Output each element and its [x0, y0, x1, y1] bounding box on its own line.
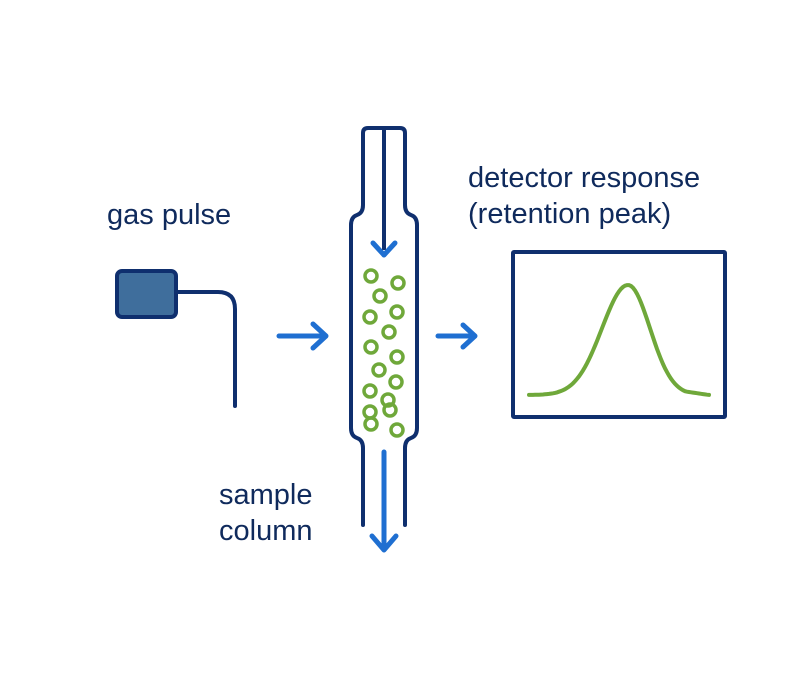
packing-particle [389, 304, 405, 320]
detector-plot-frame [511, 250, 727, 419]
inflow-arrow-icon [276, 321, 329, 351]
packing-particle [388, 374, 404, 390]
packing-particle [389, 422, 405, 438]
gas-pulse-line [174, 290, 237, 408]
packing-particle [382, 402, 398, 418]
packing-particle [363, 339, 379, 355]
gas-pulse-label: gas pulse [107, 199, 232, 231]
retention-peak-curve [527, 283, 711, 397]
detector-arrow-icon [435, 322, 478, 350]
packing-particle [372, 288, 388, 304]
sample-label: sample [219, 479, 313, 511]
detector-response-label: detector response [468, 162, 701, 194]
packing-particle [381, 324, 397, 340]
packing-particle [371, 362, 387, 378]
packing-particles [362, 268, 406, 438]
packing-particle [362, 383, 378, 399]
outflow-arrow-icon [369, 449, 399, 553]
packing-particle [363, 268, 379, 284]
packing-particle [390, 275, 406, 291]
packing-particle [363, 416, 379, 432]
packing-particle [362, 309, 378, 325]
column-flow-arrow-icon [370, 240, 398, 258]
packing-particle [389, 349, 405, 365]
retention-peak-label: (retention peak) [468, 198, 672, 230]
gas-pulse-box [115, 269, 178, 319]
column-label: column [219, 515, 313, 547]
